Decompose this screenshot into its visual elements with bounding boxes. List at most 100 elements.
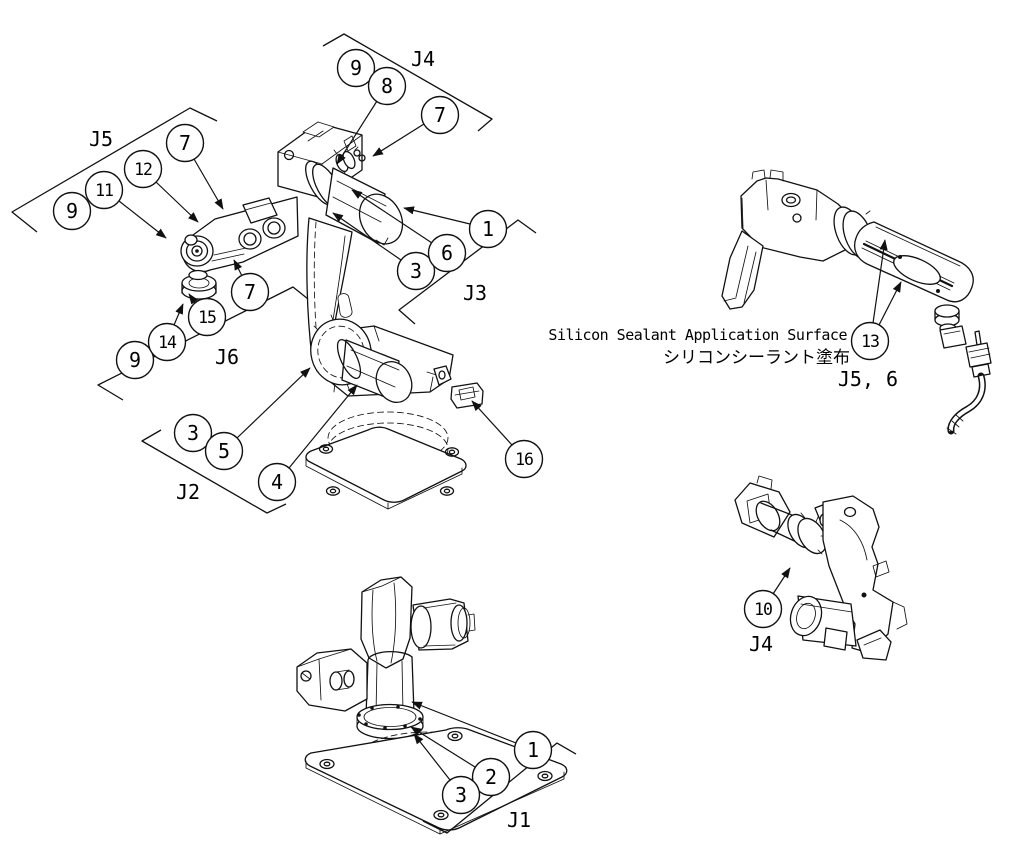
balloon-circle — [123, 149, 163, 189]
joint-label-J5: J5 — [89, 127, 113, 151]
balloon-number: 13 — [861, 332, 879, 351]
leader-7-j6 — [233, 259, 243, 277]
balloon-12: 12 — [123, 149, 163, 189]
leader-6 — [351, 189, 433, 244]
leader-10 — [772, 567, 791, 595]
joint-label-J5-6: J5, 6 — [838, 367, 898, 391]
balloon-circle — [147, 322, 187, 362]
sealant-note-en: Silicon Sealant Application Surface — [548, 326, 847, 344]
balloon-9: 9 — [336, 48, 376, 88]
leader-lines — [118, 100, 902, 781]
balloon-1: 1 — [513, 730, 553, 770]
balloon-9: 9 — [52, 191, 92, 231]
sealant-gun-detail-drawing — [721, 169, 992, 435]
balloon-number: 12 — [134, 160, 152, 179]
balloon-7: 7 — [420, 95, 460, 135]
leader-1-j3 — [403, 206, 471, 225]
balloon-number: 3 — [410, 259, 422, 283]
balloon-number: 3 — [187, 421, 199, 445]
joint-label-J1: J1 — [507, 808, 531, 832]
balloon-7: 7 — [165, 123, 205, 163]
balloon-circle — [441, 775, 481, 815]
balloon-number: 5 — [218, 439, 230, 463]
leader-13a — [872, 239, 888, 324]
balloon-circle — [115, 340, 155, 380]
balloon-3: 3 — [173, 413, 213, 453]
j1-base-detail-drawing — [296, 576, 568, 835]
bracket-j5 — [11, 107, 218, 233]
balloon-14: 14 — [147, 322, 187, 362]
balloon-number: 10 — [754, 600, 772, 619]
balloon-number: 9 — [66, 199, 78, 223]
balloon-number: 14 — [158, 333, 177, 352]
leader-5 — [236, 367, 311, 439]
balloon-5: 5 — [204, 431, 244, 471]
sealant-note-jp: シリコンシーラント塗布 — [663, 347, 850, 368]
balloon-number: 1 — [482, 217, 494, 241]
balloon-number: 9 — [129, 348, 141, 372]
balloon-circle — [420, 95, 460, 135]
joint-label-J4: J4 — [749, 632, 773, 656]
balloon-15: 15 — [187, 297, 227, 337]
balloon-16: 16 — [504, 439, 544, 479]
joint-label-J4: J4 — [411, 47, 435, 71]
balloon-number: 11 — [95, 181, 113, 200]
balloon-number: 15 — [198, 308, 216, 327]
balloon-circle — [743, 589, 783, 629]
balloon-circle — [504, 439, 544, 479]
balloon-circle — [187, 297, 227, 337]
balloon-number: 3 — [455, 783, 467, 807]
balloon-number: 9 — [350, 56, 362, 80]
balloon-4: 4 — [257, 462, 297, 502]
balloon-number: 2 — [485, 765, 497, 789]
sealant-note: Silicon Sealant Application Surface シリコン… — [548, 326, 850, 368]
bracket-j6 — [97, 286, 309, 401]
leader-11 — [118, 200, 167, 239]
balloon-10: 10 — [743, 589, 783, 629]
leader-3-j1 — [413, 733, 451, 781]
balloon-circle — [204, 431, 244, 471]
balloon-circle — [336, 48, 376, 88]
joint-label-J3: J3 — [463, 281, 487, 305]
bracket-j4 — [322, 33, 493, 132]
balloon-1: 1 — [468, 209, 508, 249]
balloon-circle — [367, 66, 407, 106]
balloon-13: 13 — [850, 321, 890, 361]
balloon-2: 2 — [471, 757, 511, 797]
main-robot-drawing — [180, 121, 484, 510]
leader-8 — [336, 100, 378, 165]
j4-wrist-detail-drawing — [734, 475, 908, 661]
balloon-number: 7 — [244, 280, 256, 304]
balloon-circle — [84, 170, 124, 210]
balloon-number: 1 — [527, 738, 539, 762]
leader-4 — [288, 384, 358, 469]
balloon-circle — [471, 757, 511, 797]
balloon-circle — [165, 123, 205, 163]
balloon-7: 7 — [230, 272, 270, 312]
leader-3-j3 — [332, 212, 402, 261]
leader-7-j4 — [372, 123, 425, 157]
leader-16 — [471, 400, 513, 446]
balloon-8: 8 — [367, 66, 407, 106]
leader-7-j5 — [193, 158, 224, 210]
balloon-circle — [257, 462, 297, 502]
balloon-number: 4 — [271, 470, 283, 494]
balloon-6: 6 — [427, 233, 467, 273]
balloon-circle — [52, 191, 92, 231]
leader-14 — [173, 303, 184, 326]
joint-label-J2: J2 — [176, 480, 200, 504]
balloon-number: 16 — [515, 450, 533, 469]
balloon-9: 9 — [115, 340, 155, 380]
balloon-circle — [173, 413, 213, 453]
bracket-j2 — [141, 429, 287, 514]
leader-13b — [878, 281, 902, 326]
balloon-number: 8 — [381, 74, 393, 98]
leader-1-j1 — [411, 701, 517, 744]
leader-12 — [155, 181, 199, 223]
balloon-circle — [396, 251, 436, 291]
balloon-number: 7 — [179, 131, 191, 155]
